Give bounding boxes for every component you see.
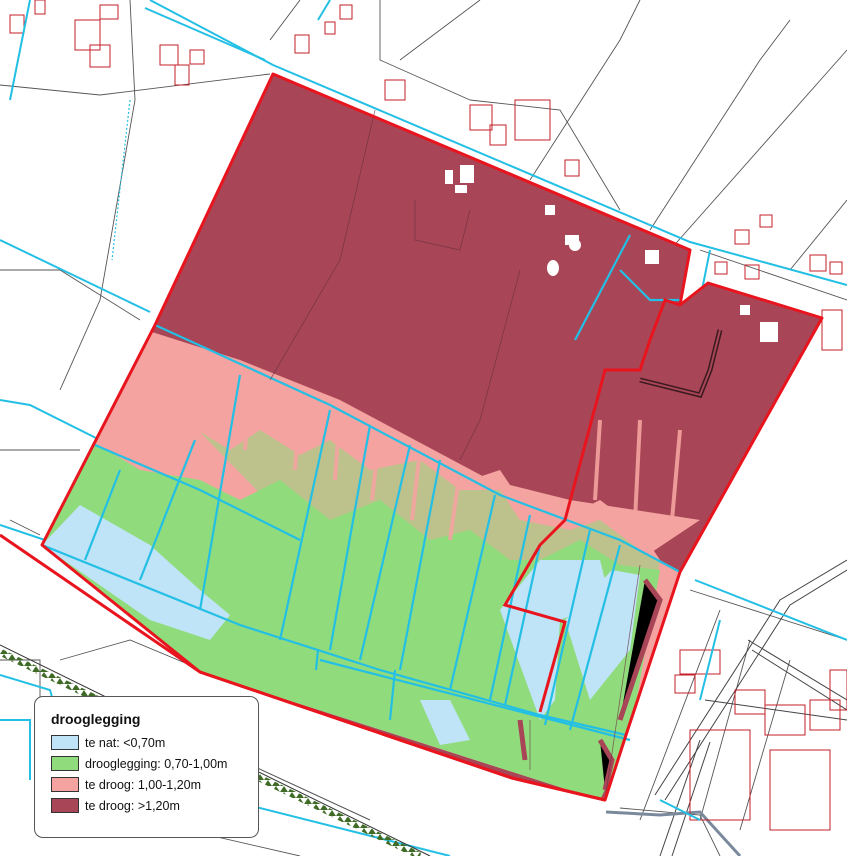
legend-swatch-te-nat: [51, 735, 79, 750]
legend-swatch-te-droog-2: [51, 798, 79, 813]
legend-item-drooglegging: drooglegging: 0,70-1,00m: [51, 753, 258, 774]
legend-item-te-droog-2: te droog: >1,20m: [51, 795, 258, 816]
legend-label-drooglegging: drooglegging: 0,70-1,00m: [85, 756, 228, 771]
inner-ditches: [41, 234, 681, 742]
legend-swatch-te-droog-1: [51, 777, 79, 792]
field-lines: [269, 109, 641, 801]
inner-boundary: [502, 298, 681, 713]
legend-item-te-droog-1: te droog: 1,00-1,20m: [51, 774, 258, 795]
legend-title: drooglegging: [51, 711, 141, 727]
southwest-boundary: [0, 533, 606, 802]
legend-swatch-drooglegging: [51, 756, 79, 771]
legend-item-te-nat: te nat: <0,70m: [51, 732, 258, 753]
legend: drooglegging te nat: <0,70m drooglegging…: [34, 696, 259, 838]
buildings: [9, 0, 847, 831]
legend-label-te-nat: te nat: <0,70m: [85, 735, 166, 750]
legend-label-te-droog-1: te droog: 1,00-1,20m: [85, 777, 202, 792]
legend-label-te-droog-2: te droog: >1,20m: [85, 798, 180, 813]
